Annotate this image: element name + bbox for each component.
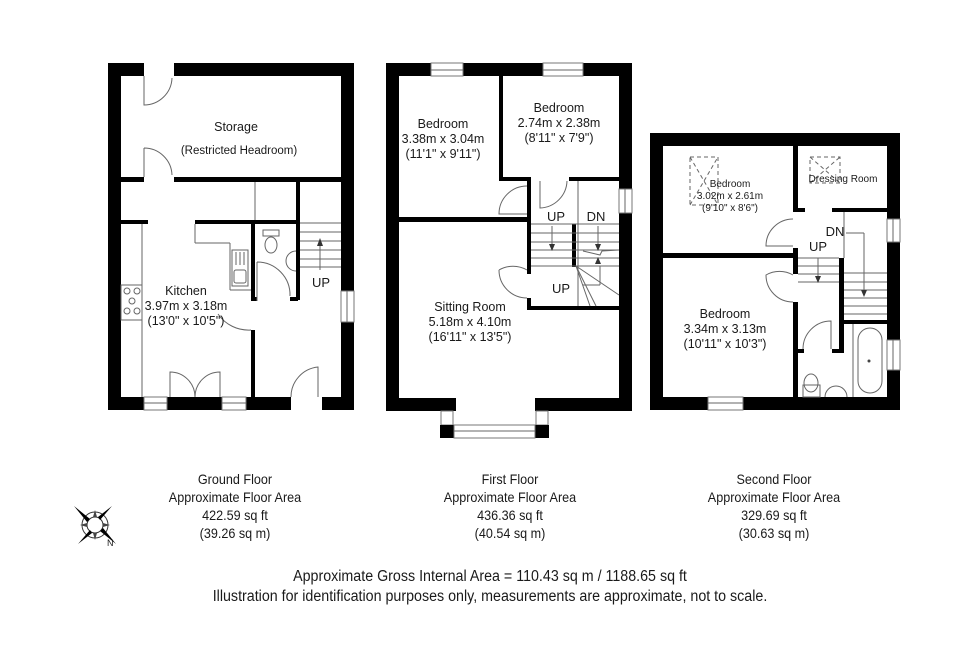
room-labels: Storage (Restricted Headroom) Kitchen 3.… xyxy=(145,101,878,351)
area-sqft: 329.69 sq ft xyxy=(741,507,807,523)
bedroom-2-dims-m: 2.74m x 2.38m xyxy=(518,116,601,130)
area-sqm: (40.54 sq m) xyxy=(474,525,546,541)
bedroom-1-label: Bedroom xyxy=(418,117,469,131)
storage-label: Storage xyxy=(214,120,258,134)
stairs-up-label: UP xyxy=(547,209,565,224)
compass-north-label: N xyxy=(107,538,114,548)
compass-rose-icon xyxy=(74,506,116,544)
gross-area-text: Approximate Gross Internal Area = 110.43… xyxy=(293,568,687,585)
bedroom-1-dims-m: 3.38m x 3.04m xyxy=(402,132,485,146)
bedroom-2-label: Bedroom xyxy=(534,101,585,115)
storage-sublabel: (Restricted Headroom) xyxy=(181,145,297,157)
sitting-room-label: Sitting Room xyxy=(434,300,506,314)
area-label: Approximate Floor Area xyxy=(707,489,841,505)
bedroom-4-label: Bedroom xyxy=(700,307,751,321)
sitting-room-dims-ft: (16'11" x 13'5") xyxy=(429,330,512,344)
area-label: Approximate Floor Area xyxy=(443,489,577,505)
bedroom-2-dims-ft: (8'11" x 7'9") xyxy=(524,131,593,145)
floor-name: Ground Floor xyxy=(197,471,273,487)
sitting-room-dims-m: 5.18m x 4.10m xyxy=(429,315,512,329)
stairs-down-label: DN xyxy=(826,224,845,239)
first-floor-summary: First Floor Approximate Floor Area 436.3… xyxy=(407,470,614,542)
disclaimer-text: Illustration for identification purposes… xyxy=(212,588,768,605)
bedroom-3-dims-ft: (9'10" x 8'6") xyxy=(702,203,758,214)
floor-name: Second Floor xyxy=(736,471,812,487)
kitchen-dims-ft: (13'0" x 10'5") xyxy=(148,314,225,328)
area-sqft: 436.36 sq ft xyxy=(477,507,543,523)
area-label: Approximate Floor Area xyxy=(168,489,302,505)
bedroom-4-dims-m: 3.34m x 3.13m xyxy=(684,322,767,336)
ground-floor-summary: Ground Floor Approximate Floor Area 422.… xyxy=(132,470,339,542)
stairs-up-label: UP xyxy=(809,239,827,254)
stairs-up-label: UP xyxy=(552,281,570,296)
kitchen-label: Kitchen xyxy=(165,284,207,298)
bedroom-3-label: Bedroom xyxy=(710,179,751,190)
floor-name: First Floor xyxy=(481,471,539,487)
stairs-down-label: DN xyxy=(587,209,606,224)
bedroom-4-dims-ft: (10'11" x 10'3") xyxy=(684,337,767,351)
second-floor-plan xyxy=(650,133,901,411)
kitchen-dims-m: 3.97m x 3.18m xyxy=(145,299,228,313)
dressing-room-label: Dressing Room xyxy=(809,174,878,185)
first-floor-plan xyxy=(386,62,633,439)
ground-floor-plan xyxy=(108,63,355,411)
stairs-up-label: UP xyxy=(312,275,330,290)
area-sqm: (39.26 sq m) xyxy=(199,525,271,541)
area-sqft: 422.59 sq ft xyxy=(202,507,268,523)
second-floor-summary: Second Floor Approximate Floor Area 329.… xyxy=(671,470,878,542)
bedroom-1-dims-ft: (11'1" x 9'11") xyxy=(405,147,480,161)
bedroom-3-dims-m: 3.02m x 2.61m xyxy=(697,191,763,202)
area-sqm: (30.63 sq m) xyxy=(738,525,810,541)
